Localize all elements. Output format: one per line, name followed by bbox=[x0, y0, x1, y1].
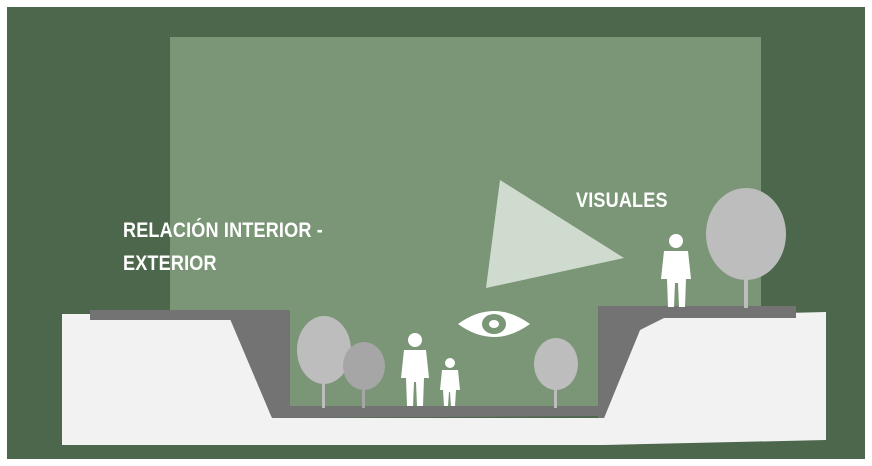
tree-icon bbox=[297, 316, 351, 408]
eye-icon bbox=[458, 311, 530, 337]
tree-icon bbox=[706, 188, 786, 308]
visuales-label: VISUALES bbox=[576, 189, 668, 212]
person-icon bbox=[401, 333, 429, 406]
tree-icon bbox=[343, 342, 385, 408]
person-icon bbox=[661, 234, 691, 307]
right-slope-fill bbox=[610, 318, 826, 418]
relation-label-line2: EXTERIOR bbox=[123, 252, 217, 275]
view-cone-icon bbox=[486, 180, 624, 288]
tree-icon bbox=[534, 338, 578, 408]
section-walls bbox=[90, 306, 796, 418]
relation-label-line1: RELACIÓN INTERIOR - bbox=[123, 219, 323, 242]
left-slope-fill bbox=[62, 320, 272, 418]
person-icon bbox=[440, 358, 460, 406]
relation-label: RELACIÓN INTERIOR - EXTERIOR bbox=[123, 214, 323, 280]
